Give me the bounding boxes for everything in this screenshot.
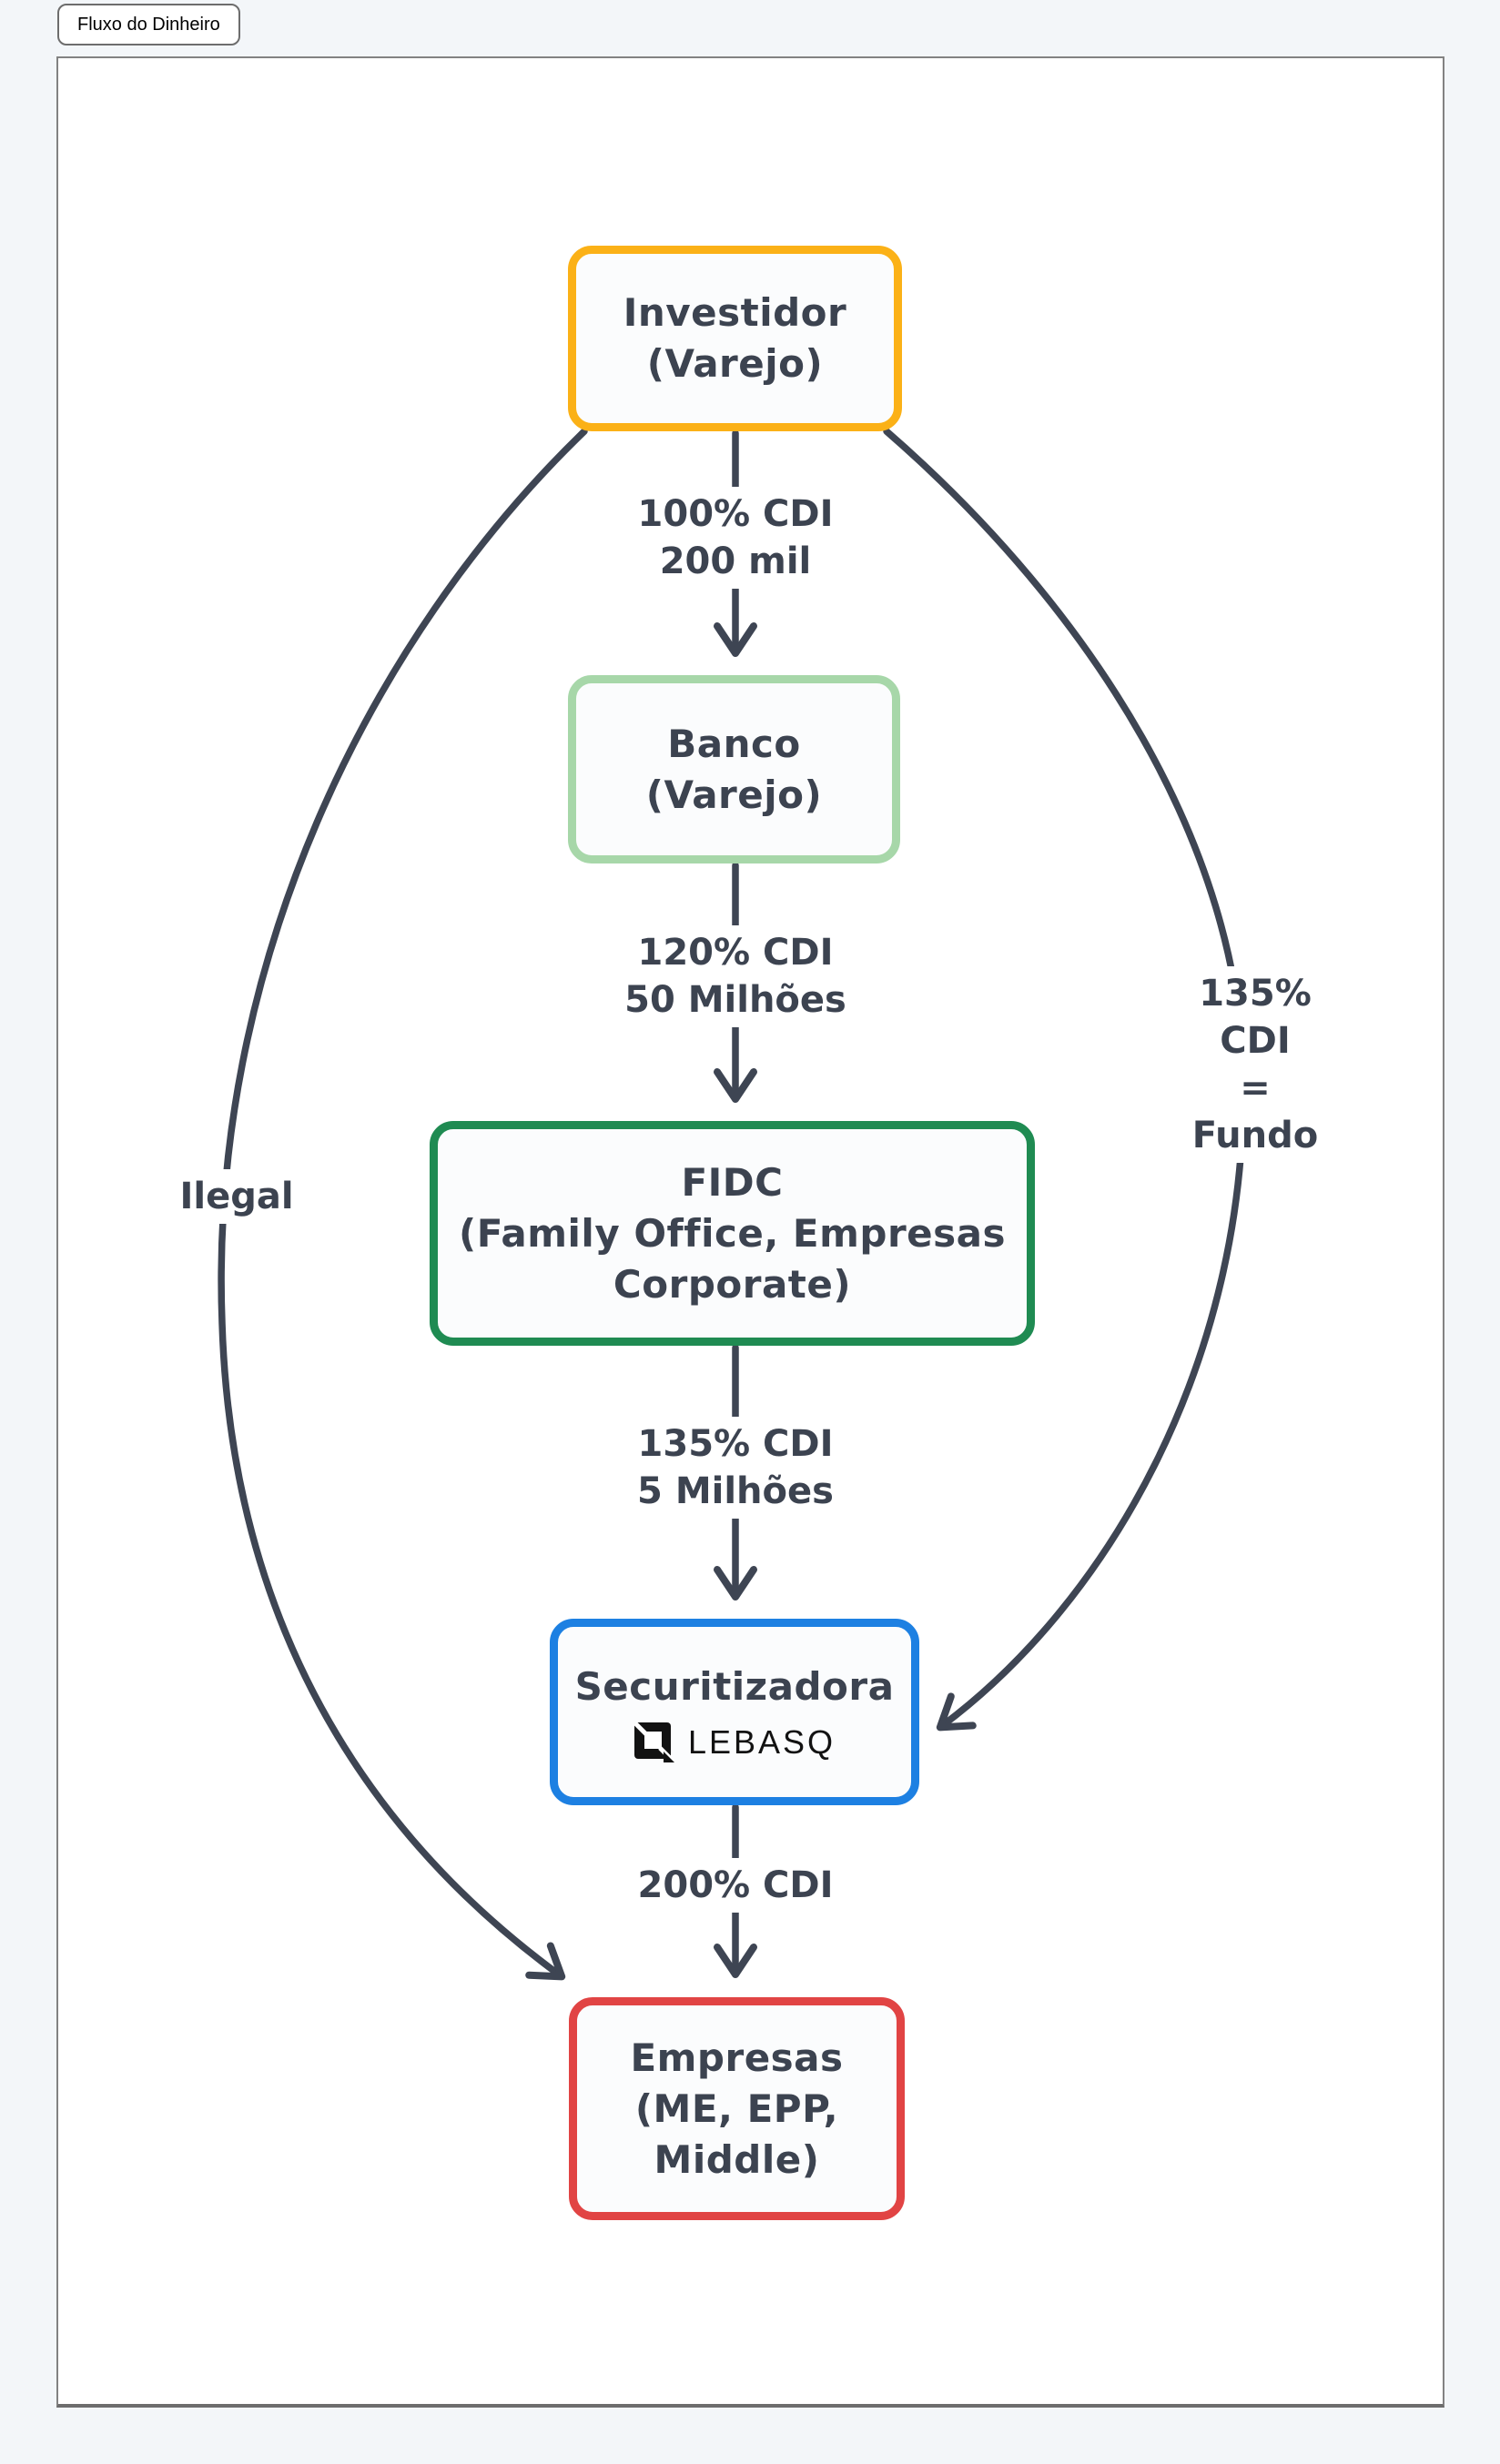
diagram-tab[interactable]: Fluxo do Dinheiro xyxy=(57,4,240,45)
node-fidc: FIDC (Family Office, Empresas Corporate) xyxy=(430,1121,1035,1346)
node-securitizadora-label: Securitizadora xyxy=(574,1663,895,1709)
node-empresas-label: Empresas (ME, EPP, Middle) xyxy=(630,2035,844,2182)
edge-label-securitizadora-empresas: 200% CDI xyxy=(626,1858,845,1913)
node-banco: Banco (Varejo) xyxy=(568,675,900,863)
lebasq-logo-icon xyxy=(633,1721,674,1762)
edge-label-ilegal: Ilegal xyxy=(168,1169,305,1224)
node-securitizadora: Securitizadora LEBASQ xyxy=(550,1619,919,1805)
node-banco-label: Banco (Varejo) xyxy=(645,721,823,817)
node-investidor-label: Investidor (Varejo) xyxy=(623,290,847,386)
edge-label-investidor-banco: 100% CDI 200 mil xyxy=(626,487,845,589)
node-fidc-label: FIDC (Family Office, Empresas Corporate) xyxy=(459,1159,1006,1307)
edge-label-fidc-securitizadora: 135% CDI 5 Milhões xyxy=(626,1417,845,1519)
edge-investidor-empresas xyxy=(218,428,588,1981)
diagram-panel: 100% CDI 200 mil 120% CDI 50 Milhões 135… xyxy=(56,56,1444,2408)
node-empresas: Empresas (ME, EPP, Middle) xyxy=(569,1997,905,2220)
edge-label-fundo: 135% CDI = Fundo xyxy=(1161,966,1349,1163)
diagram-tab-label: Fluxo do Dinheiro xyxy=(77,14,220,35)
lebasq-wordmark: LEBASQ xyxy=(687,1722,836,1761)
edge-label-banco-fidc: 120% CDI 50 Milhões xyxy=(613,925,857,1027)
node-investidor: Investidor (Varejo) xyxy=(568,246,902,431)
lebasq-logo: LEBASQ xyxy=(633,1721,836,1763)
